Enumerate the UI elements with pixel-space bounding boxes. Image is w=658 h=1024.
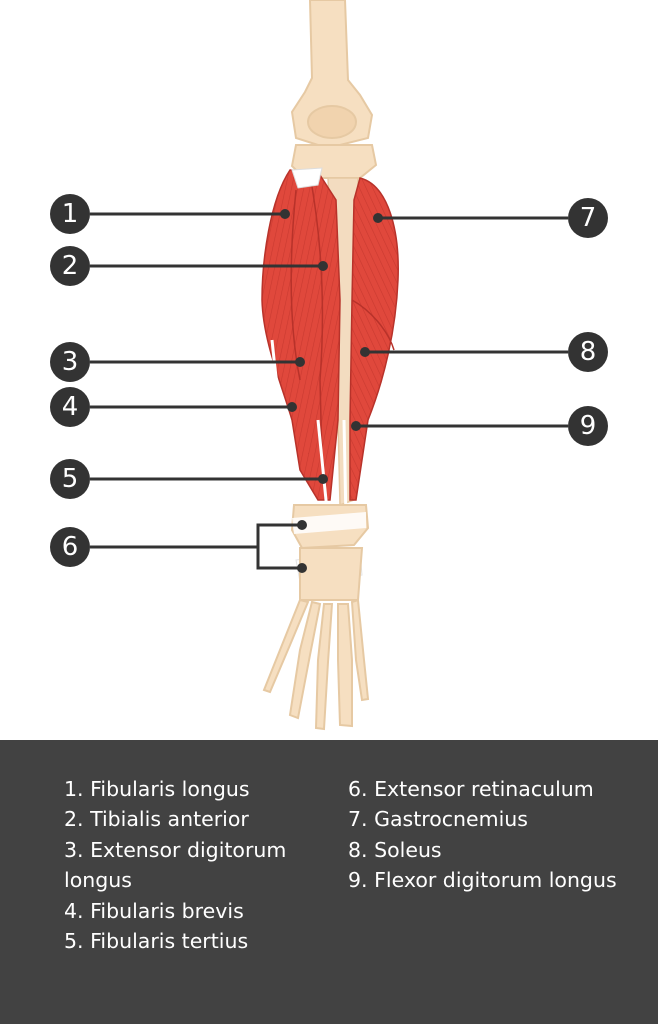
marker-1-label: 1 <box>62 199 79 229</box>
legend-item-7: 7. Gastrocnemius <box>348 807 528 832</box>
legend-left-column: 1. Fibularis longus 2. Tibialis anterior… <box>64 774 334 956</box>
marker-3: 3 <box>50 342 90 382</box>
legend-item-5: 5. Fibularis tertius <box>64 929 249 954</box>
marker-9: 9 <box>568 406 608 446</box>
marker-9-label: 9 <box>580 411 597 441</box>
legend-item-8: 8. Soleus <box>348 837 442 862</box>
marker-8: 8 <box>568 332 608 372</box>
posterior-muscle-group <box>349 177 399 501</box>
marker-4: 4 <box>50 387 90 427</box>
legend-item-6: 6. Extensor retinaculum <box>348 777 594 801</box>
marker-1: 1 <box>50 194 90 234</box>
legend-item-9: 9. Flexor digitorum longus <box>348 868 617 893</box>
foot-bones <box>262 547 370 731</box>
legend-item-2: 2. Tibialis anterior <box>64 807 249 832</box>
marker-2: 2 <box>50 246 90 286</box>
marker-3-label: 3 <box>62 347 79 377</box>
marker-2-label: 2 <box>62 251 79 281</box>
marker-7: 7 <box>568 198 608 238</box>
marker-6: 6 <box>50 527 90 567</box>
legend-right-column: 6. Extensor retinaculum 7. Gastrocnemius… <box>348 774 618 896</box>
leader-lines <box>90 212 568 570</box>
lateral-muscle-group <box>261 167 341 501</box>
femur-bone <box>290 0 374 146</box>
legend-item-1: 1. Fibularis longus <box>64 777 250 801</box>
leg-anatomy-illustration: 1 2 3 4 5 6 7 8 9 <box>50 0 608 731</box>
marker-8-label: 8 <box>580 337 597 367</box>
legend-panel: 1. Fibularis longus 2. Tibialis anterior… <box>0 740 658 1024</box>
legend-item-4: 4. Fibularis brevis <box>64 898 244 923</box>
legend-item-3: 3. Extensor digitorum longus <box>64 837 287 893</box>
marker-6-label: 6 <box>62 532 79 562</box>
marker-4-label: 4 <box>62 392 79 422</box>
marker-7-label: 7 <box>580 203 597 233</box>
marker-5-label: 5 <box>62 464 79 494</box>
leader-endpoints <box>280 209 383 573</box>
marker-5: 5 <box>50 459 90 499</box>
